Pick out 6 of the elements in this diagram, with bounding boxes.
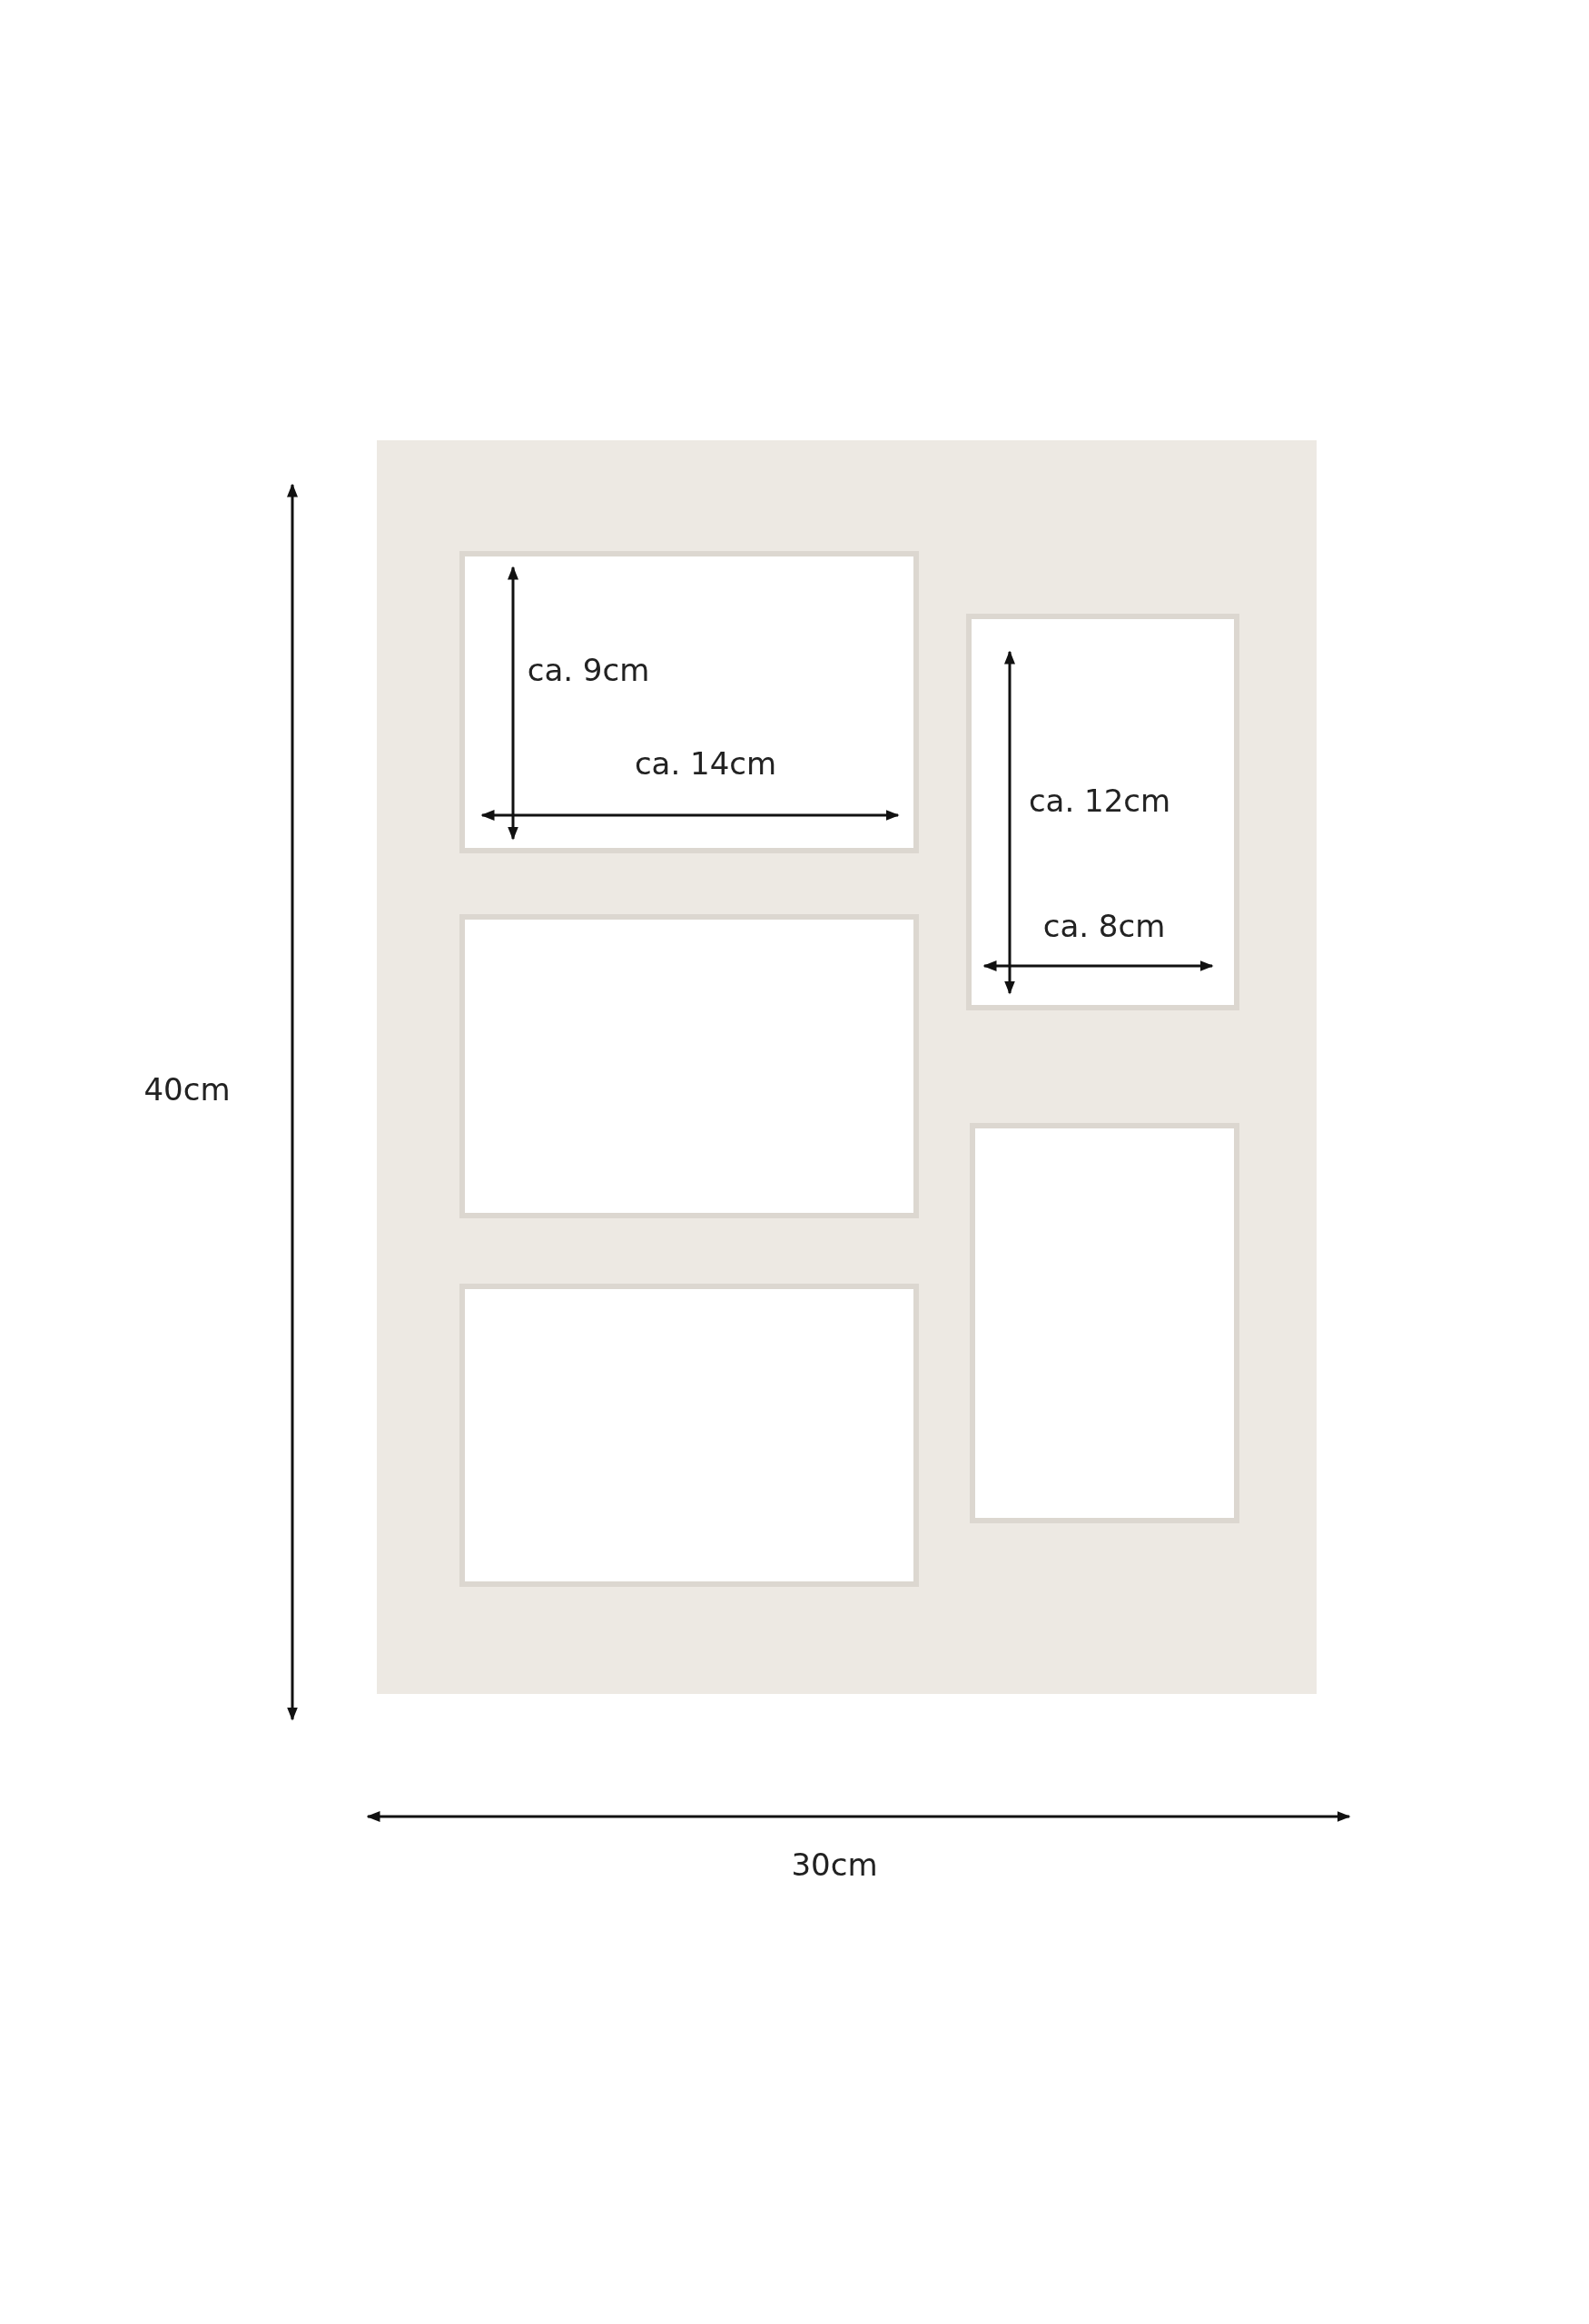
dimension-label: ca. 14cm — [634, 748, 777, 779]
dimension-label: ca. 9cm — [527, 655, 650, 685]
dimension-label: 30cm — [791, 1849, 878, 1880]
dimension-label: ca. 8cm — [1042, 911, 1166, 941]
dimension-label: 40cm — [143, 1074, 231, 1105]
dimension-label: ca. 12cm — [1028, 785, 1171, 816]
